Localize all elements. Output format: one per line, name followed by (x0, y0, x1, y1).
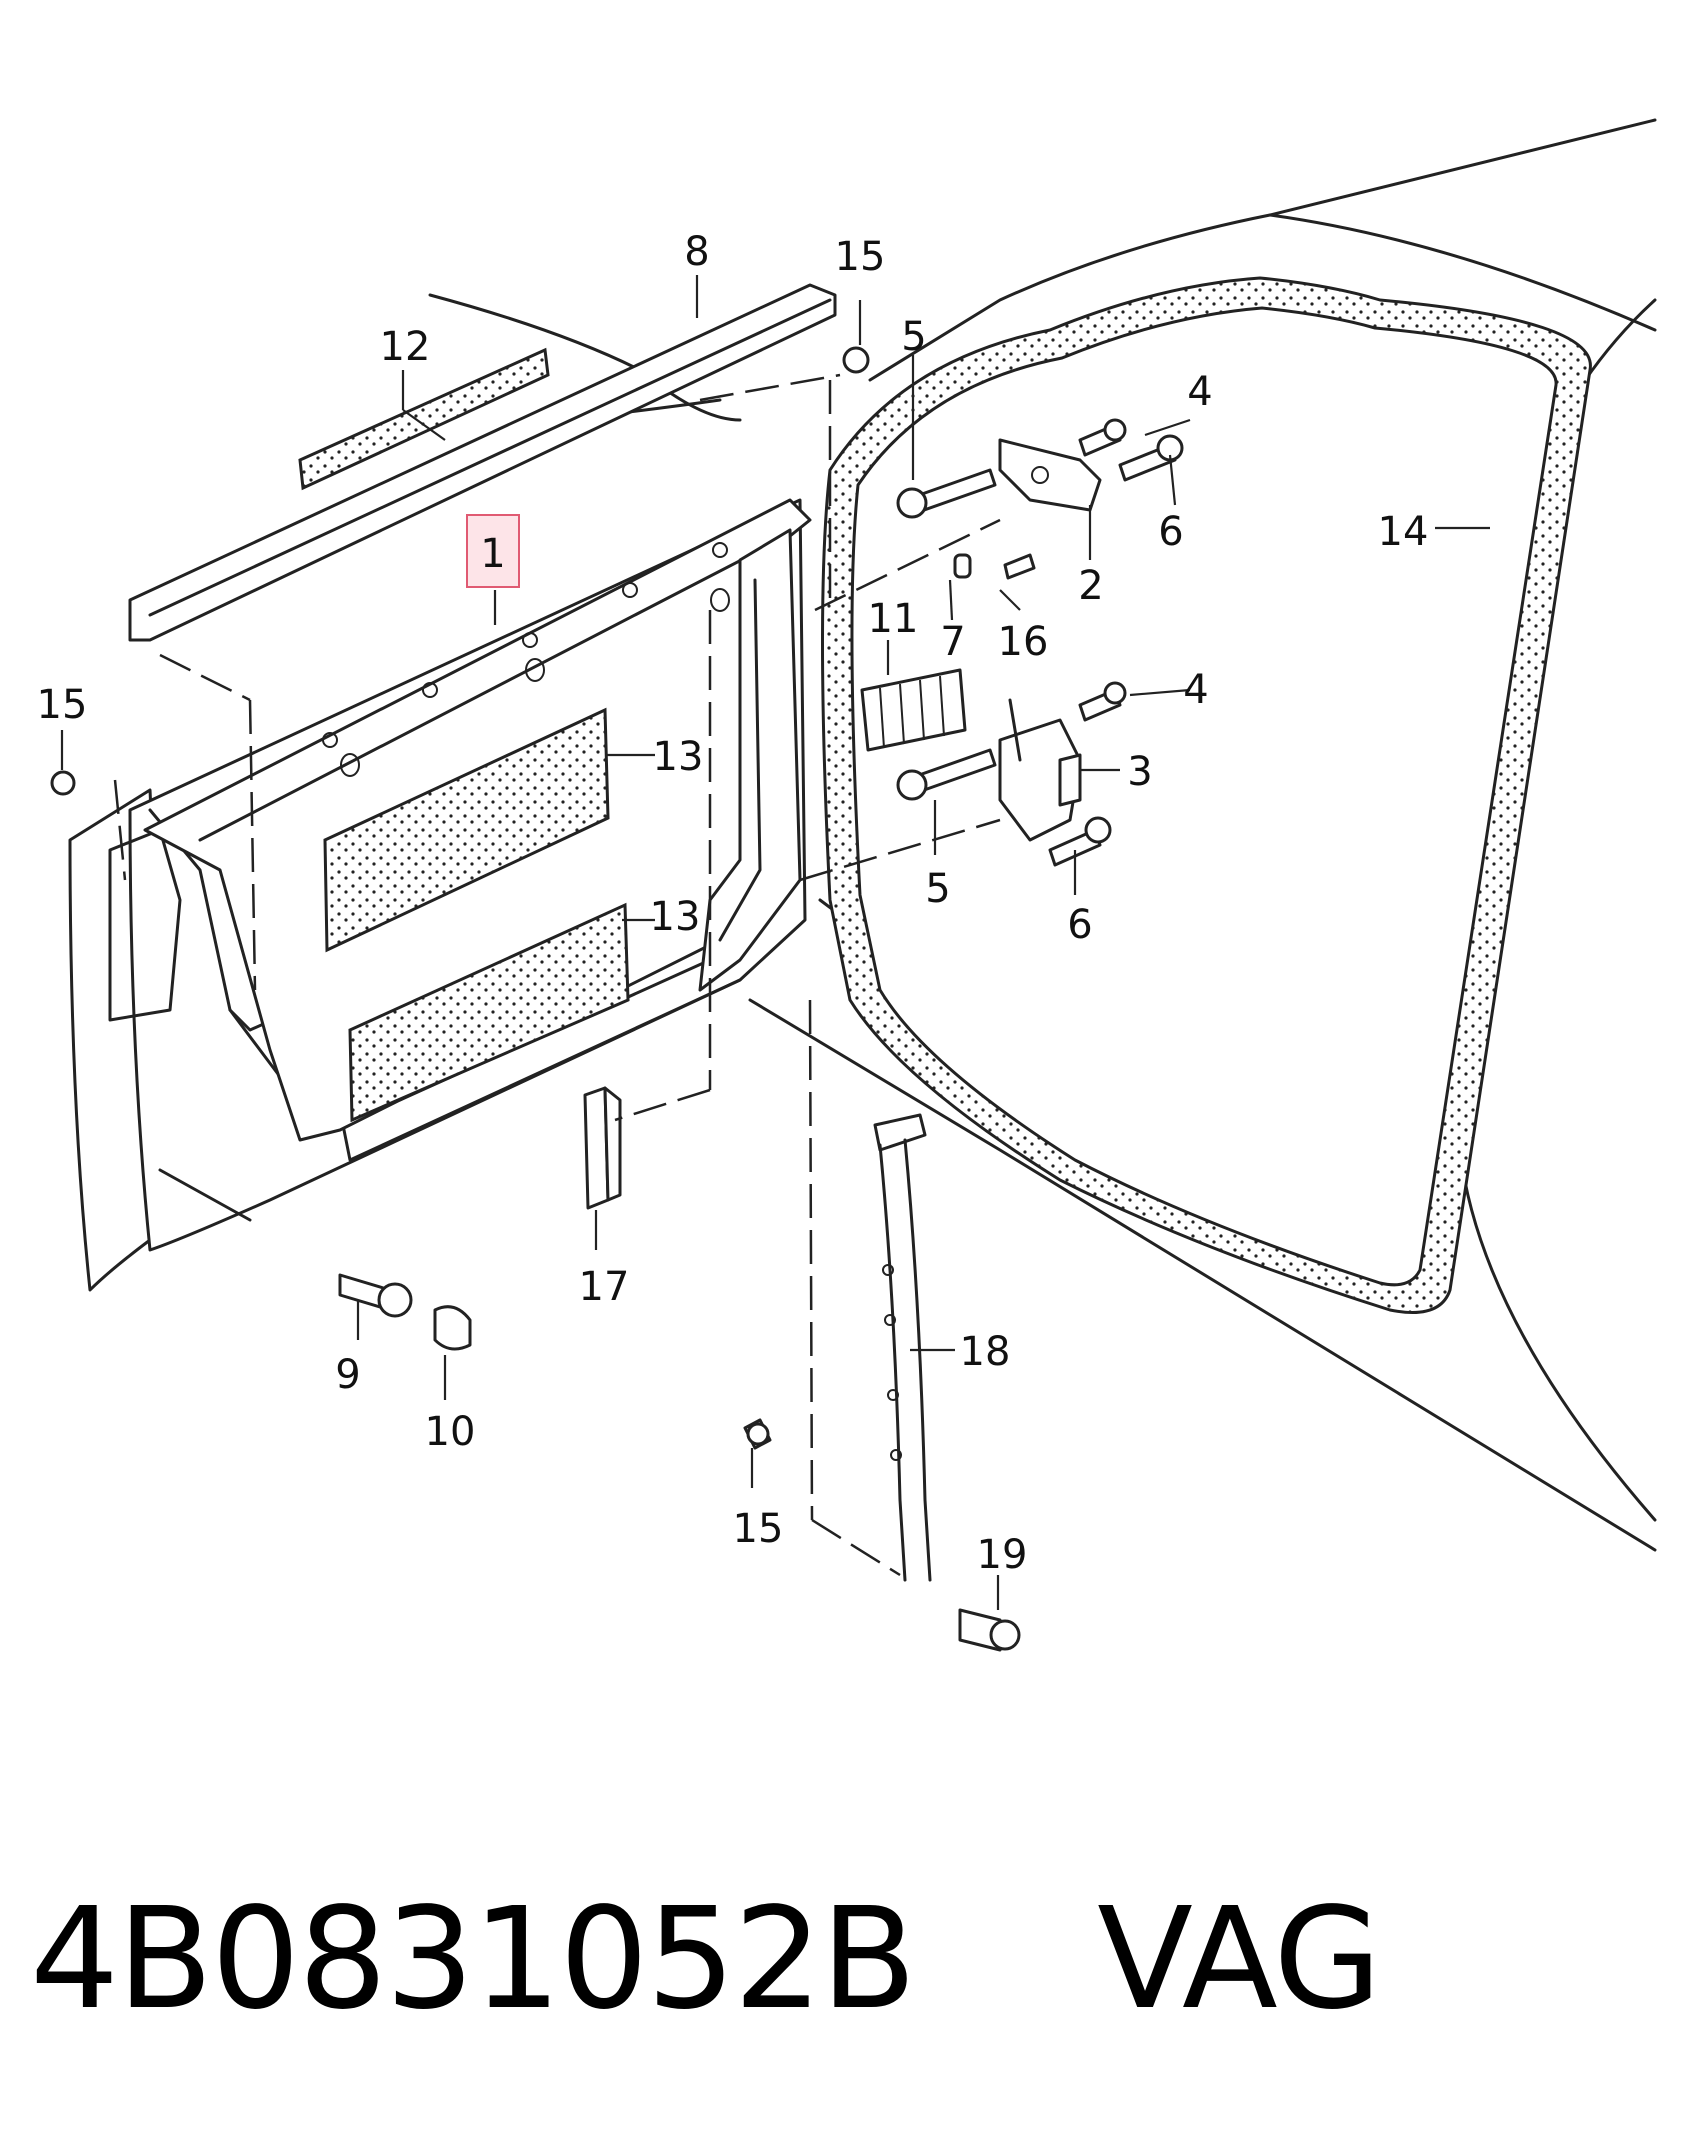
door-seal (821, 276, 1592, 1314)
callout-4-upper: 4 (1187, 369, 1212, 415)
hinge-lower (998, 698, 1082, 842)
callout-10: 10 (425, 1409, 476, 1455)
clip-17 (583, 1086, 622, 1210)
bolts (50, 346, 1184, 1652)
highlight-box (466, 514, 520, 588)
callout-13-lower: 13 (650, 894, 701, 940)
callout-labels: 1 2 3 4 4 5 5 6 6 7 8 9 10 11 12 13 13 1… (37, 229, 1429, 1578)
brand-name: VAG (1097, 1878, 1382, 2041)
callout-8: 8 (684, 229, 709, 275)
sound-pads (323, 707, 630, 1123)
leader-lines (60, 275, 1490, 1610)
callout-11: 11 (868, 596, 919, 642)
callout-15-bottom: 15 (733, 1506, 784, 1552)
callout-4-lower: 4 (1183, 667, 1208, 713)
callout-6-upper: 6 (1158, 509, 1183, 555)
part-number: 4B0831052B (30, 1878, 917, 2041)
callout-3: 3 (1127, 749, 1152, 795)
assembly-lines (113, 373, 1001, 1577)
seal-strip-12 (298, 347, 550, 491)
callout-13-upper: 13 (653, 734, 704, 780)
callout-18: 18 (960, 1329, 1011, 1375)
wire-strip-18 (873, 1113, 932, 1582)
callout-19: 19 (977, 1532, 1028, 1578)
callout-16: 16 (998, 619, 1049, 665)
callout-7: 7 (940, 619, 965, 665)
callout-17: 17 (579, 1264, 630, 1310)
callout-15-top: 15 (835, 234, 886, 280)
callout-12: 12 (380, 324, 431, 370)
callout-1: 1 (480, 531, 505, 577)
callout-2: 2 (1078, 563, 1103, 609)
callout-5-upper: 5 (901, 314, 926, 360)
callout-6-lower: 6 (1067, 902, 1092, 948)
callout-5-lower: 5 (925, 866, 950, 912)
buffer-11 (860, 668, 967, 752)
window-strip (128, 283, 837, 642)
callout-9: 9 (335, 1352, 360, 1398)
callout-14: 14 (1378, 509, 1429, 555)
callout-15-left: 15 (37, 682, 88, 728)
part-number-caption: 4B0831052B VAG (30, 1870, 1630, 2050)
